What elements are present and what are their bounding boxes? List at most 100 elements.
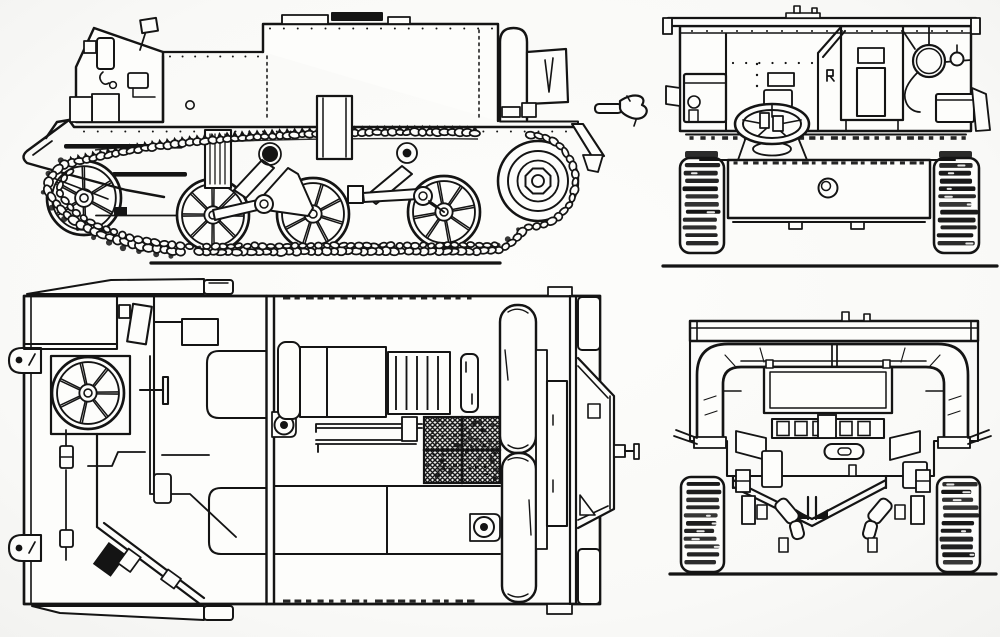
track-right-stroke [942,505,979,510]
hull-face-stroke [896,136,902,140]
hull-outline-stroke [203,605,234,621]
track-stroke [202,242,212,250]
track-right-stroke [938,170,972,176]
bow-cut-stroke [87,451,146,467]
hull-face-stroke [950,136,957,140]
hull-stroke [482,130,485,133]
driver-plate-stroke [767,72,795,87]
engine-grille-stroke [490,459,495,464]
engine-deck-stroke [398,599,406,603]
engine-grille-stroke [475,420,479,423]
front-fender-top [26,278,205,295]
engine-compartment-stroke [338,27,341,30]
track-right-stroke [938,186,976,192]
engine-deck-stroke [386,599,395,603]
front-elevation-view [661,5,999,268]
hull-face-stroke [711,136,715,140]
track-right-stroke [939,536,974,542]
spare-wheel-housing [49,354,132,436]
engine-grille-stroke [468,436,473,440]
crew-superstructure-stroke [194,55,197,58]
engine-deck-stroke [421,599,426,603]
track-stroke [419,241,428,249]
track-right-stroke [952,499,962,502]
hull-face-stroke [811,30,813,32]
track-stroke [193,247,205,256]
hull-face-stroke [809,136,816,140]
bow-cut-stroke [92,542,127,577]
track-right-stroke [939,163,973,168]
track-right-stroke [946,483,955,486]
engine-compartment-stroke [477,27,480,30]
engine-grille-stroke [465,427,468,430]
hull-stroke [96,130,99,133]
spare-wheel-stroke [83,388,93,398]
track-left-stroke [683,536,717,541]
hull-face-stroke [928,136,934,140]
track-stroke [490,241,499,248]
track-stroke [353,241,365,250]
track-left-stroke [684,202,719,207]
hull-face-stroke [798,136,805,140]
rear-deck-stroke [577,548,601,605]
bow-cut-stroke [95,432,206,606]
front-fender-bottom [31,605,205,621]
track-stroke [71,208,82,218]
rear-hull-stroke [841,311,850,322]
engine-grille-stroke [464,449,468,454]
engine-grille-stroke [466,431,471,435]
engine-deck-stroke [277,341,301,420]
bow-plate-stroke [762,161,768,165]
toolbox-step [315,94,354,161]
steering-wheel-stroke [742,103,802,137]
hull-stroke [124,130,127,133]
rear-panel-stroke [857,420,871,437]
hull-face-stroke [886,30,888,32]
engine-grille-stroke [422,415,502,485]
front-idler-stroke [90,200,113,215]
engine-grille-stroke [453,454,457,458]
spare-wheel-stroke [79,363,88,386]
engine-deck-stroke [375,296,383,300]
front-left-box [682,72,728,124]
windscreen-folded [126,302,153,346]
track-left-stroke [685,209,721,214]
mirror [139,16,159,35]
engine-grille-stroke [471,439,474,444]
engine-grille-stroke [474,446,477,451]
track-left-stroke [684,544,720,549]
hull-face-stroke [733,136,738,140]
bow-cut-stroke [160,568,182,590]
engine-compartment-stroke [407,27,410,30]
engine-grille-stroke [472,421,476,424]
stowage-rolls [498,303,538,604]
track-right-stroke [936,233,974,238]
track-left-stroke [685,241,719,246]
driver-plate-stroke [784,61,787,65]
track-stroke [458,241,468,249]
spare-wheel-stroke [96,391,119,395]
track-left-stroke [686,489,722,495]
bow-plate [726,158,932,230]
road-wheel-stroke [320,214,343,225]
engine-deck-stroke [465,361,473,405]
hull-face-stroke [721,30,723,32]
hull-stroke [165,130,168,133]
track-stroke [313,241,323,250]
tow-brackets-stroke [28,353,36,366]
hull-face-stroke [722,136,729,140]
track-stroke [397,124,403,130]
track-right-stroke [940,528,972,533]
engine-grille-stroke [477,458,481,461]
engine-compartment-stroke [282,27,285,30]
track-left-stroke [705,514,711,517]
track-stroke [158,240,170,248]
engine-deck-stroke [294,296,300,300]
side-elevation-view [22,12,648,265]
track-stroke [250,241,260,250]
engine-grille-stroke [432,453,435,456]
track-stroke [404,124,410,130]
suspension-stroke [259,199,269,209]
engine-grille-stroke [447,452,453,457]
